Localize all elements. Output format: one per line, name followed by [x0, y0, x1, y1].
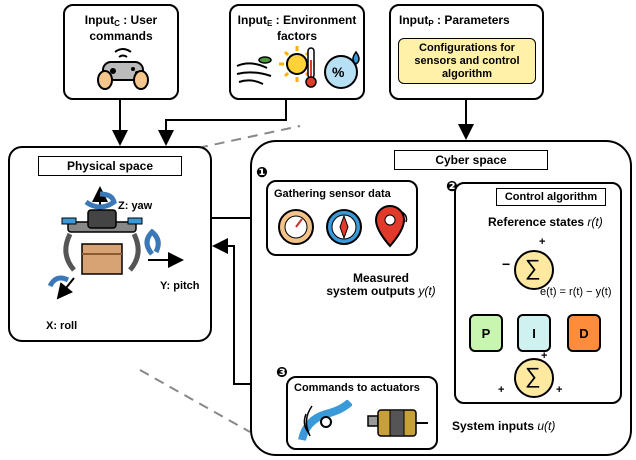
- percent-glyph: %: [332, 64, 345, 80]
- sum-symbol-2: ∑: [525, 363, 541, 388]
- sum2-plus-top: +: [541, 350, 548, 362]
- input-params-title: InputP : Parameters: [399, 13, 510, 29]
- measured-minus: −: [502, 256, 511, 272]
- wind-icon: [236, 56, 272, 85]
- z-yaw-label: Z: yaw: [118, 200, 153, 212]
- input-user-box: InputC : User commands: [63, 4, 179, 100]
- thermometer-icon: [305, 47, 317, 88]
- input-env-title: InputE : Environment factors: [237, 13, 357, 43]
- input-params-box: InputP : Parameters Configurations for s…: [389, 4, 544, 100]
- step2-number: ❷: [446, 178, 458, 194]
- cyber-space-title: Cyber space: [394, 150, 548, 170]
- gauge-icon: [278, 209, 314, 245]
- step1-number: ❶: [256, 164, 268, 180]
- motor-icon: [367, 409, 428, 437]
- reference-label: Reference states r(t): [488, 215, 603, 229]
- compass-icon: [326, 209, 362, 245]
- p-block: P: [469, 314, 503, 352]
- sensor-label: Gathering sensor data: [274, 188, 391, 200]
- sum-node-2: [514, 358, 554, 398]
- input-user-title: InputC : User commands: [84, 13, 158, 43]
- step3-number: ❸: [276, 364, 288, 380]
- measured-label: Measured system outputs y(t): [326, 271, 436, 298]
- dashed-link-bottom: [139, 369, 251, 433]
- config-label: Configurations for sensors and control a…: [398, 38, 536, 84]
- location-pin-icon: [374, 205, 408, 248]
- ref-plus: +: [539, 236, 546, 248]
- x-roll-label: X: roll: [46, 320, 78, 332]
- physical-space-title: Physical space: [38, 156, 182, 176]
- i-block: I: [517, 314, 551, 352]
- control-algorithm-title: Control algorithm: [496, 188, 606, 206]
- gamepad-icon: [97, 48, 149, 90]
- d-block: D: [567, 314, 601, 352]
- sum-symbol-1: ∑: [525, 255, 541, 280]
- humidity-icon: %: [324, 50, 360, 89]
- arrow-envinput: [158, 98, 287, 146]
- system-inputs-label: System inputs u(t): [452, 419, 556, 433]
- dashed-link-top: [197, 125, 301, 149]
- physical-space-box: Physical space Z: yaw Y: pitch X: roll: [8, 146, 212, 342]
- y-pitch-label: Y: pitch: [160, 280, 200, 292]
- error-equation: e(t) = r(t) − y(t): [540, 286, 612, 298]
- actuator-label: Commands to actuators: [294, 382, 420, 394]
- sensor-box: Gathering sensor data: [266, 180, 418, 256]
- sum2-plus-left: +: [498, 384, 505, 396]
- drone-icon: [47, 186, 184, 300]
- sum2-plus-right: +: [556, 384, 563, 396]
- propeller-icon: [298, 400, 352, 441]
- actuator-box: Commands to actuators: [286, 376, 438, 450]
- sum-node-1: [514, 250, 554, 290]
- input-env-box: InputE : Environment factors %: [229, 4, 365, 100]
